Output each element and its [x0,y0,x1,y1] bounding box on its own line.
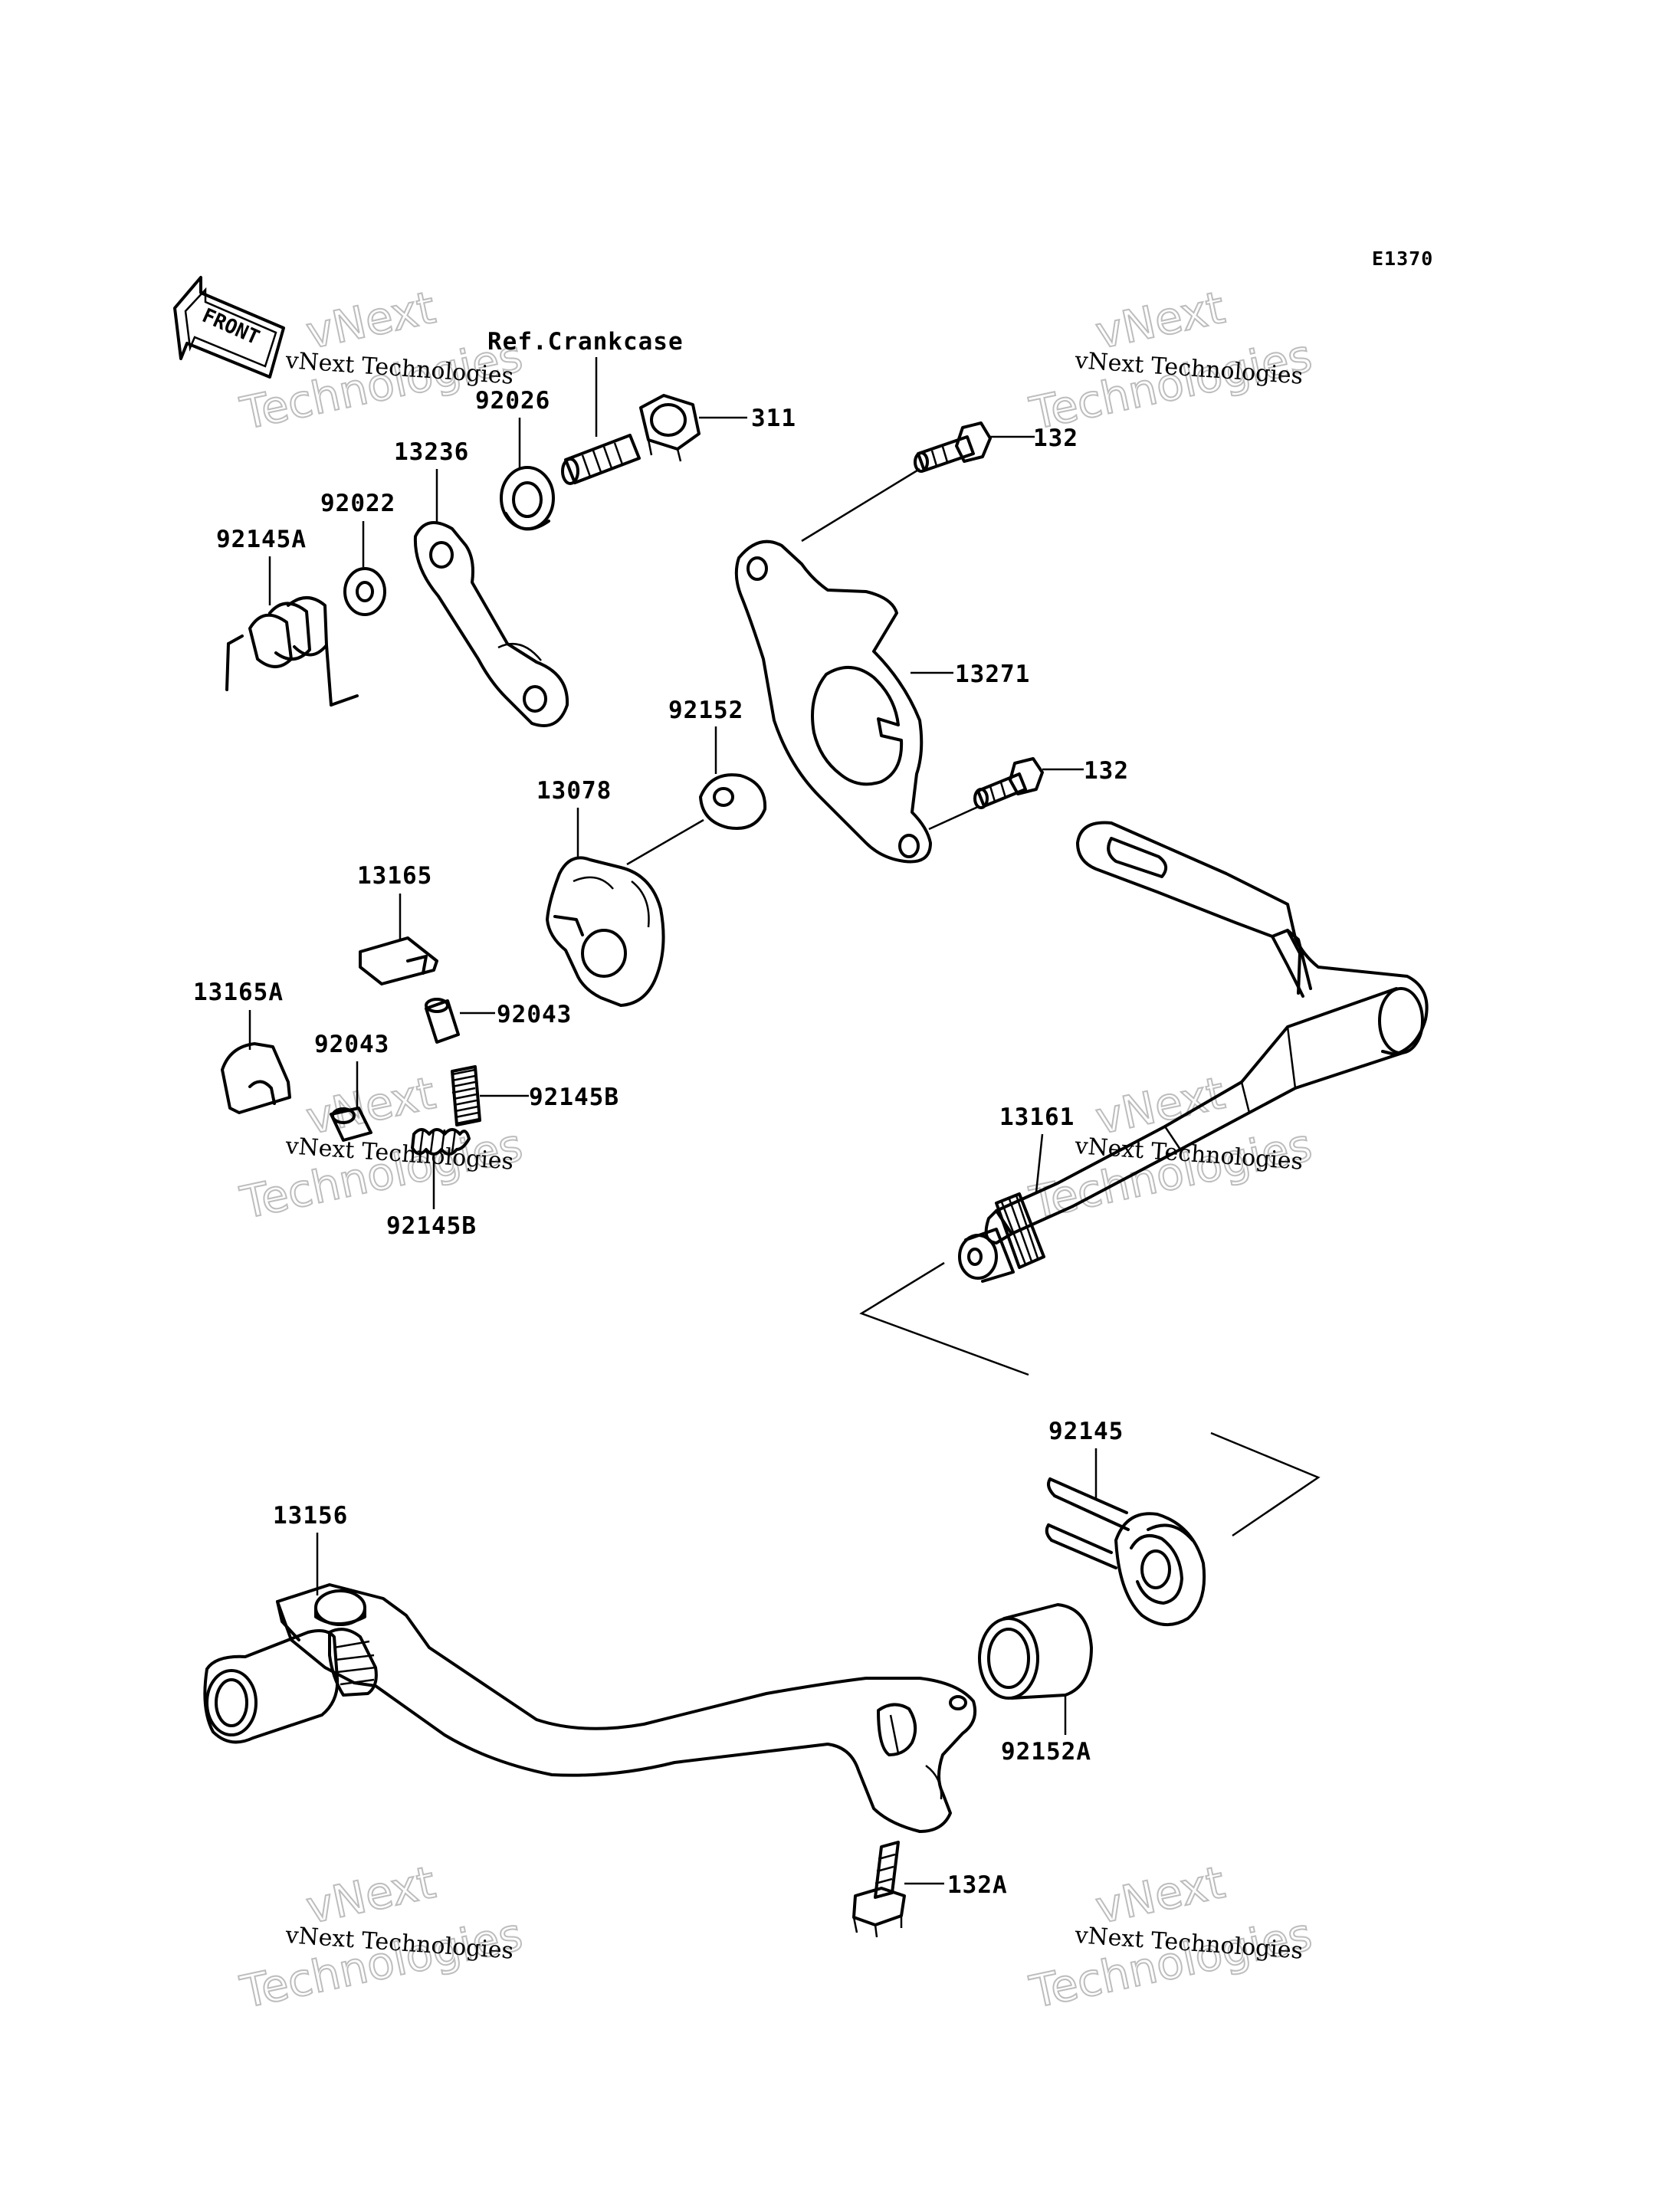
watermark-text-large: Technologies [1025,1908,1317,2018]
label-13165a: 13165A [193,979,284,1006]
part-13236-shift-arm [413,521,569,727]
part-132-bolt-upper [914,421,992,473]
part-92145b-spring-vertical [451,1065,481,1126]
part-92043-pin-left [330,1107,372,1142]
part-92152a-bushing [978,1603,1093,1700]
part-13165-pawl [359,936,438,985]
part-13165a-pawl [221,1042,291,1114]
label-13271: 13271 [955,661,1030,688]
watermark-text-large: Technologies [236,1908,527,2018]
label-92043-right: 92043 [497,1001,572,1028]
label-92026: 92026 [475,387,550,415]
watermark-text-large: vNext [1091,281,1229,359]
label-ref-crankcase: Ref.Crankcase [487,328,684,356]
guide-line-spring [1210,1431,1321,1537]
watermark-text-large: Technologies [236,1119,527,1229]
label-132a: 132A [947,1871,1008,1899]
label-13078: 13078 [536,777,612,805]
part-92145b-spring-horizontal [411,1128,471,1156]
part-92022-washer [343,567,386,616]
watermark-text-large: vNext [1091,1856,1229,1934]
label-92022: 92022 [320,490,395,517]
label-311: 311 [751,405,796,432]
watermark-bottom-right: vNext Technologies vNext Technologies [1025,1855,1317,2019]
part-92043-pin-right [425,998,460,1044]
label-92145a: 92145A [216,526,307,553]
label-13236: 13236 [394,438,469,466]
label-13165: 13165 [357,862,432,890]
part-92145-return-spring [1045,1477,1206,1627]
label-92152a: 92152A [1001,1738,1091,1766]
diagram-code: E1370 [1372,248,1433,270]
guide-line-shaft [859,1261,1029,1376]
label-92145b-lower: 92145B [386,1212,477,1240]
part-92026-collar [500,466,555,531]
label-92145: 92145 [1048,1418,1124,1445]
leader-13078-to-92152 [626,818,704,866]
part-92152-washer [699,773,767,830]
watermark-mid-right: vNext Technologies vNext Technologies [1025,1066,1317,1230]
watermark-text-large: vNext [302,1856,440,1934]
stud-bolt [561,434,641,485]
label-92152: 92152 [668,697,743,724]
front-arrow-icon: FRONT [173,276,285,379]
label-132-lower: 132 [1084,757,1129,785]
part-311-nut [639,394,701,462]
part-13161-shift-shaft [958,821,1429,1283]
label-92043-left: 92043 [314,1031,389,1058]
leader-132-to-13271-upper [801,467,920,543]
part-132a-bolt [852,1841,906,1938]
part-132-bolt-lower [973,757,1044,809]
part-13271-guide-plate [734,539,932,864]
watermark-top-right: vNext Technologies vNext Technologies [1025,280,1317,441]
label-92145b-upper: 92145B [529,1084,619,1111]
watermark-top-left: vNext Technologies vNext Technologies [235,280,528,441]
watermark-mid-left: vNext Technologies vNext Technologies [235,1066,528,1230]
label-132-upper: 132 [1033,425,1078,452]
watermark-text-large: vNext [302,281,440,359]
leader-13161 [1035,1133,1044,1193]
label-13156: 13156 [273,1502,348,1530]
part-13156-shift-lever [203,1583,977,1833]
watermark-bottom-left: vNext Technologies vNext Technologies [235,1855,528,2019]
label-13161: 13161 [999,1103,1075,1131]
part-92145a-spring [225,596,359,707]
part-13078-ratchet [546,856,665,1007]
leader-132-to-13271-lower [928,805,980,831]
